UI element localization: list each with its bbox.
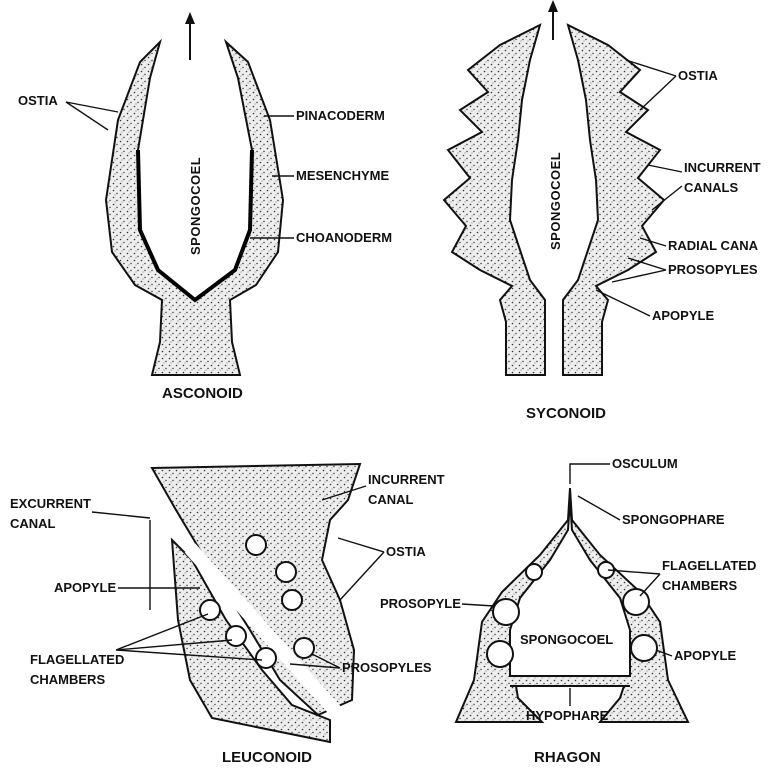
leuconoid-incurrent-label-2: CANAL [368,492,414,507]
leuconoid-panel: EXCURRENT CANAL INCURRENT CANAL OSTIA AP… [10,464,445,766]
leuconoid-prosopyles-label: PROSOPYLES [342,660,432,675]
syconoid-caption: SYCONOID [526,405,606,422]
leuconoid-ostia-pointer [338,538,384,600]
leuconoid-excurrent-label-2: CANAL [10,516,56,531]
syconoid-prosopyles-label: PROSOPYLES [668,262,758,277]
asconoid-pinacoderm-label: PINACODERM [296,108,385,123]
rhagon-chamber [493,599,519,625]
arrow-head-icon [548,0,558,12]
asconoid-cavity-label: SPONGOCOEL [188,157,203,255]
rhagon-chamber [623,589,649,615]
leuconoid-chamber [282,590,302,610]
asconoid-ostia-pointer [66,102,118,130]
leuconoid-excurrent-label-1: EXCURRENT [10,496,91,511]
syconoid-radial-label: RADIAL CANA [668,238,759,253]
syconoid-cavity-label: SPONGOCOEL [548,152,563,250]
syconoid-ostia-label: OSTIA [678,68,718,83]
leuconoid-chamber [226,626,246,646]
leuconoid-flagellated-label-2: CHAMBERS [30,672,105,687]
arrow-head-icon [185,12,195,24]
leuconoid-apopyle-label: APOPYLE [54,580,116,595]
rhagon-chamber [631,635,657,661]
leuconoid-ostia-label: OSTIA [386,544,426,559]
rhagon-spongocoel [510,500,630,676]
syconoid-right-wall [563,25,664,375]
leuconoid-caption: LEUCONOID [222,749,312,766]
asconoid-ostia-label: OSTIA [18,93,58,108]
leuconoid-incurrent-label-1: INCURRENT [368,472,445,487]
leuconoid-chamber [276,562,296,582]
leuconoid-chamber [200,600,220,620]
rhagon-hypophare-label: HYPOPHARE [526,708,609,723]
rhagon-spongophare-pointer [578,496,620,520]
rhagon-flagellated-label-2: CHAMBERS [662,578,737,593]
rhagon-osculum-label: OSCULUM [612,456,678,471]
rhagon-prosopyle-pointer [462,604,494,606]
leuconoid-chamber [294,638,314,658]
rhagon-chamber [526,564,542,580]
asconoid-caption: ASCONOID [162,385,243,402]
rhagon-flagellated-label-1: FLAGELLATED [662,558,756,573]
rhagon-cavity-label: SPONGOCOEL [520,632,613,647]
syconoid-incurrent-label-2: CANALS [684,180,738,195]
syconoid-panel: SPONGOCOEL OSTIA INCURRENT CANALS RADIAL… [444,0,761,422]
asconoid-mesenchyme-label: MESENCHYME [296,168,390,183]
rhagon-panel: SPONGOCOEL OSCULUM SPONGOPHARE FLAGELLAT… [380,456,756,766]
rhagon-chamber [487,641,513,667]
leuconoid-chamber [246,535,266,555]
leuconoid-chamber [256,648,276,668]
rhagon-osculum-pointer [570,464,610,484]
syconoid-incurrent-label-1: INCURRENT [684,160,761,175]
rhagon-prosopyle-label: PROSOPYLE [380,596,461,611]
leuconoid-excurrent-pointer [92,512,150,518]
rhagon-apopyle-label: APOPYLE [674,648,736,663]
asconoid-choanoderm-label: CHOANODERM [296,230,392,245]
rhagon-caption: RHAGON [534,749,601,766]
leuconoid-flagellated-label-1: FLAGELLATED [30,652,124,667]
asconoid-panel: SPONGOCOEL OSTIA PINACODERM MESENCHYME C… [18,12,392,402]
syconoid-apopyle-label: APOPYLE [652,308,714,323]
syconoid-left-wall [444,25,545,375]
rhagon-spongophare-label: SPONGOPHARE [622,512,725,527]
